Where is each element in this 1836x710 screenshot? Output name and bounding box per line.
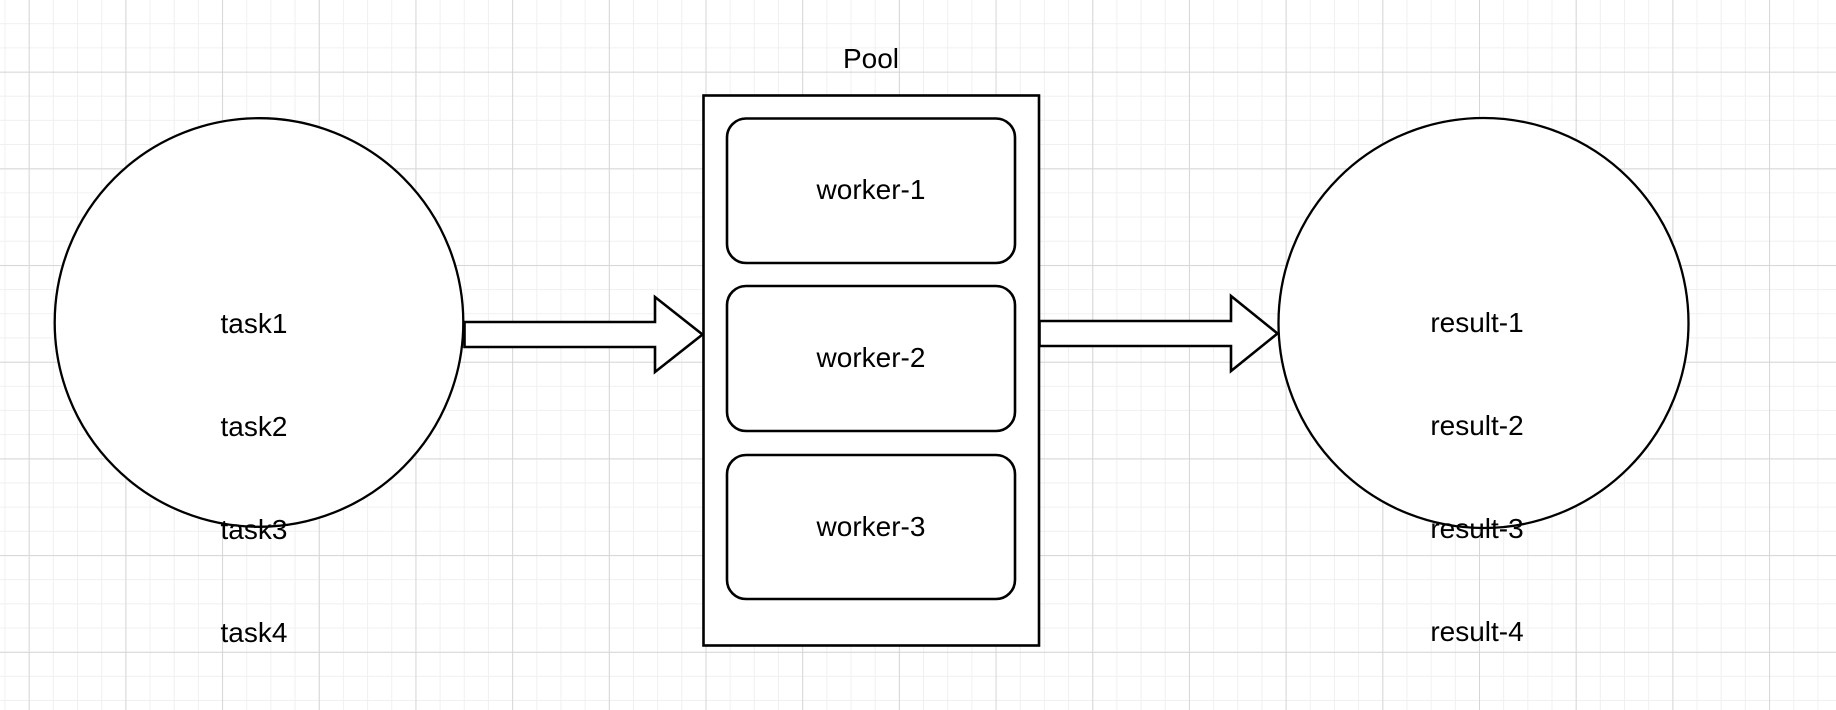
worker-2-box (725, 284, 1017, 433)
tasks-list: task1 task2 task3 task4 task5 (54, 238, 454, 710)
results-circle (1277, 116, 1690, 530)
worker-3-box (725, 453, 1017, 601)
results-list: result-1 result-2 result-3 result-4 resu… (1277, 237, 1677, 710)
result-line: result-4 (1430, 616, 1524, 648)
worker-2-label: worker-2 (816, 342, 926, 373)
result-line: result-2 (1430, 410, 1524, 442)
pool-title: Pool (842, 43, 900, 74)
worker-3-label: worker-3 (816, 511, 926, 542)
task-line: task3 (220, 514, 288, 546)
worker-1-box (725, 117, 1017, 265)
pool-to-results-arrow (1038, 293, 1280, 374)
worker-1-label: worker-1 (816, 174, 926, 205)
task-line: task2 (220, 411, 288, 443)
task-line: task4 (220, 617, 288, 649)
result-line: result-1 (1430, 306, 1524, 338)
tasks-to-pool-arrow (463, 294, 705, 375)
task-line: task1 (220, 307, 288, 339)
result-line: result-3 (1430, 513, 1524, 545)
